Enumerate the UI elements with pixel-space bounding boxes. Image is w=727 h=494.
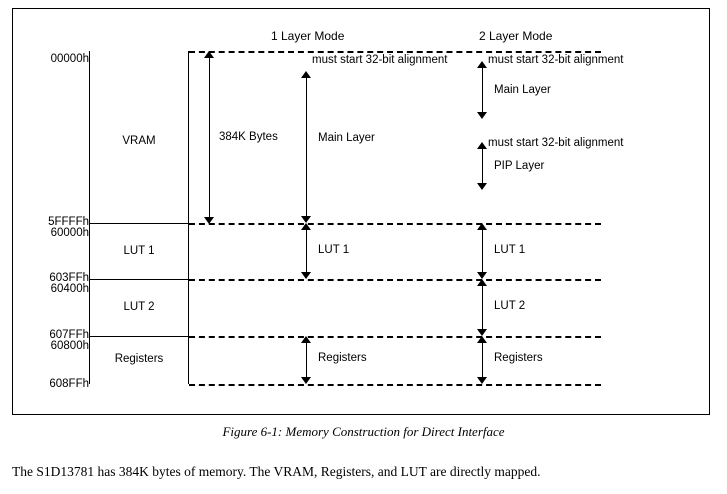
size-annotation-384k-bytes: 384K Bytes (219, 131, 278, 143)
address-label-607FFh: 607FFh (49, 329, 89, 341)
memory-region-lut2: LUT 2 (123, 301, 155, 313)
arrow-one-layer-registers (301, 336, 312, 384)
arrow-one-layer-lut1 (301, 223, 312, 279)
address-label-60400h: 60400h (50, 283, 89, 295)
figure-caption: Figure 6-1: Memory Construction for Dire… (222, 424, 505, 439)
one-layer-registers-label: Registers (318, 352, 367, 364)
two-layer-main-layer-label: Main Layer (494, 84, 551, 96)
memory-separator-lut2-registers (89, 336, 189, 337)
memory-separator-vram-lut1 (89, 223, 189, 224)
arrow-one-layer-main-layer (301, 71, 312, 223)
arrow-two-layer-pip-layer (477, 142, 488, 190)
two-layer-lut2-label: LUT 2 (494, 300, 526, 312)
figure-frame: 1 Layer Mode 2 Layer Mode 00000h 5FFFFh … (12, 8, 710, 415)
two-layer-registers-label: Registers (494, 352, 543, 364)
boundary-line-60800h (189, 336, 601, 338)
two-layer-pip-alignment-note: must start 32-bit alignment (488, 137, 624, 149)
arrow-two-layer-registers (477, 336, 488, 384)
boundary-line-60000h (189, 223, 601, 225)
two-layer-lut1-label: LUT 1 (494, 244, 526, 256)
column-header-two-layer-mode: 2 Layer Mode (479, 29, 553, 43)
address-label-608FFh: 608FFh (49, 378, 89, 390)
address-label-603FFh: 603FFh (49, 272, 89, 284)
one-layer-lut1-label: LUT 1 (318, 244, 350, 256)
one-layer-main-layer-label: Main Layer (318, 132, 375, 144)
memory-map-box (89, 51, 189, 384)
memory-separator-lut1-lut2 (89, 279, 189, 280)
memory-region-vram: VRAM (122, 135, 156, 147)
arrow-two-layer-lut2 (477, 279, 488, 336)
column-header-one-layer-mode: 1 Layer Mode (271, 29, 345, 43)
arrow-384k-bytes (204, 51, 215, 224)
address-label-60000h: 60000h (50, 227, 89, 239)
two-layer-main-alignment-note: must start 32-bit alignment (488, 54, 624, 66)
one-layer-alignment-note: must start 32-bit alignment (312, 54, 448, 66)
address-label-5FFFFh: 5FFFFh (48, 216, 89, 228)
boundary-line-60400h (189, 279, 601, 281)
boundary-line-00000h (189, 51, 601, 53)
address-label-60800h: 60800h (50, 340, 89, 352)
two-layer-pip-layer-label: PIP Layer (494, 160, 545, 172)
arrow-two-layer-lut1 (477, 223, 488, 279)
arrow-two-layer-main-layer (477, 61, 488, 119)
body-paragraph: The S1D13781 has 384K bytes of memory. T… (12, 464, 541, 479)
memory-region-registers: Registers (114, 353, 164, 365)
memory-region-lut1: LUT 1 (123, 245, 155, 257)
boundary-line-608FFh (189, 384, 601, 386)
address-label-00000h: 00000h (50, 53, 89, 65)
